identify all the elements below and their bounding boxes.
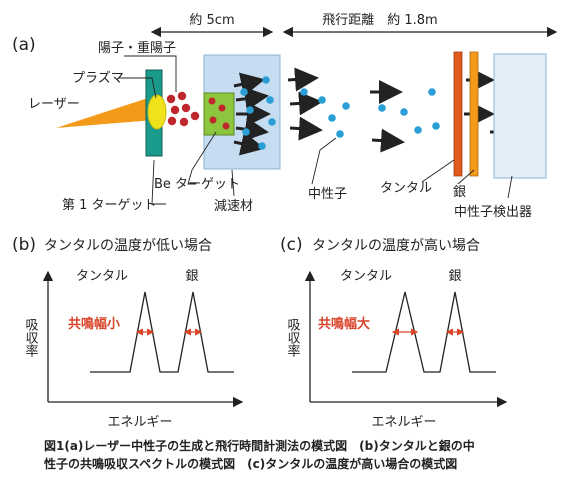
neutron-detector — [493, 53, 547, 179]
panel-c: (c) タンタルの温度が高い場合 吸収率 エネルギー タンタル 銀 共鳴幅大 — [280, 235, 508, 430]
panel-c-width-value: 大 — [357, 316, 370, 332]
panel-b-ylabel: 吸収率 — [23, 318, 39, 357]
flux-arrow — [371, 128, 405, 153]
leader-protons — [124, 55, 177, 92]
panel-b-width-label-text: 共鳴幅 — [68, 316, 107, 332]
flux-arrow — [235, 86, 269, 111]
panel-c-title: タンタルの温度が高い場合 — [312, 237, 480, 254]
panel-b-xlabel: エネルギー — [107, 415, 172, 430]
neutron-particle — [336, 130, 344, 138]
caption-line-1: 図1(a)レーザー中性子の生成と飛行時間計測法の模式図 (b)タンタルと銀の中 — [44, 439, 475, 453]
neutron-particle — [414, 126, 422, 134]
be-target-label: Be ターゲット — [154, 177, 240, 192]
neutron-particle — [262, 76, 270, 84]
proton-particle — [208, 97, 216, 105]
neutron-particle — [342, 102, 350, 110]
proton-particle — [218, 104, 226, 112]
silver-label: 銀 — [453, 185, 466, 200]
proton-particle — [190, 111, 200, 121]
panel-b: (b) タンタルの温度が低い場合 吸収率 エネルギー タンタル 銀 共鳴幅小 — [12, 235, 244, 430]
proton-deuteron-label: 陽子・重陽子 — [98, 40, 176, 56]
leader-be — [187, 131, 217, 185]
proton-particle — [179, 117, 189, 127]
proton-particle — [222, 122, 230, 130]
leader-plasma — [118, 77, 157, 99]
silver-foil — [469, 51, 479, 177]
neutron-particle — [266, 96, 274, 104]
flux-arrow — [233, 72, 265, 97]
laser-beam — [56, 96, 154, 128]
caption-line-2: 性子の共鳴吸収スペクトルの模式図 (c)タンタルの温度が高い場合の模式図 — [44, 457, 458, 471]
detector-label: 中性子検出器 — [454, 205, 532, 220]
leader-detector — [507, 175, 513, 199]
proton-particle — [181, 103, 191, 113]
panel-b-width-value: 小 — [107, 317, 120, 332]
panel-c-spectrum — [352, 291, 496, 373]
moderator-label: 減速材 — [214, 198, 253, 214]
neutron-particle — [428, 88, 436, 96]
proton-cloud — [166, 91, 200, 127]
neutron-particle — [378, 104, 386, 112]
panel-c-ylabel: 吸収率 — [285, 318, 301, 357]
leader-lines — [118, 55, 513, 205]
flux-arrow — [289, 91, 323, 116]
panel-a-label: (a) — [12, 35, 36, 55]
distance-short-label: 約 5cm — [189, 13, 234, 28]
panel-b-label: (b) — [12, 235, 36, 255]
flux-arrow — [233, 131, 265, 156]
leader-first-target — [151, 159, 166, 205]
neutron-particle — [400, 108, 408, 116]
panel-b-title: タンタルの温度が低い場合 — [44, 238, 212, 254]
neutron-particle — [246, 106, 254, 114]
flux-arrow — [289, 116, 323, 141]
proton-particle — [170, 105, 180, 115]
panel-c-peak1-label: タンタル — [340, 269, 392, 284]
distance-long-label: 飛行距離 約 1.8m — [322, 13, 437, 28]
neutron-particle — [328, 114, 336, 122]
panel-c-label: (c) — [280, 235, 303, 255]
plasma — [147, 94, 167, 130]
proton-particle — [166, 94, 176, 104]
flux-arrow — [287, 67, 319, 92]
proton-particle — [177, 91, 187, 101]
panel-b-peak2-label: 銀 — [185, 269, 198, 284]
proton-particle — [209, 116, 217, 124]
neutron-particle — [242, 128, 250, 136]
leader-moderator — [231, 169, 235, 197]
tantalum-foil — [453, 51, 463, 177]
leader-neutron — [311, 137, 337, 185]
tantalum-label: タンタル — [380, 181, 432, 196]
proton-particle — [167, 116, 177, 126]
neutron-particle — [268, 118, 276, 126]
figure-caption: 図1(a)レーザー中性子の生成と飛行時間計測法の模式図 (b)タンタルと銀の中 … — [44, 437, 544, 473]
flux-arrow — [235, 117, 269, 142]
leader-silver — [457, 169, 475, 185]
panel-b-spectrum — [90, 291, 234, 373]
panel-c-width-label-text: 共鳴幅 — [318, 316, 357, 332]
panel-c-peak2-label: 銀 — [448, 269, 461, 284]
plasma-label: プラズマ — [72, 70, 124, 86]
be-target — [203, 92, 235, 136]
be-target-protons — [208, 97, 230, 130]
neutron-particle — [432, 122, 440, 130]
panel-b-width-label: 共鳴幅小 — [68, 316, 120, 332]
panel-b-peak1-label: タンタル — [76, 269, 128, 284]
panel-a: (a) 約 5cm 飛行距離 約 1.8m レーザー — [12, 13, 558, 220]
neutron-label: 中性子 — [308, 187, 347, 202]
neutron-particle — [318, 96, 326, 104]
laser-label: レーザー — [28, 97, 80, 112]
panel-c-xlabel: エネルギー — [371, 415, 436, 430]
neutron-particle — [240, 88, 248, 96]
leader-tantalum — [421, 159, 455, 183]
neutron-particle — [300, 88, 308, 96]
first-target-label: 第 1 ターゲット — [62, 198, 157, 213]
panel-c-width-label: 共鳴幅大 — [318, 316, 370, 332]
neutron-particle — [258, 142, 266, 150]
